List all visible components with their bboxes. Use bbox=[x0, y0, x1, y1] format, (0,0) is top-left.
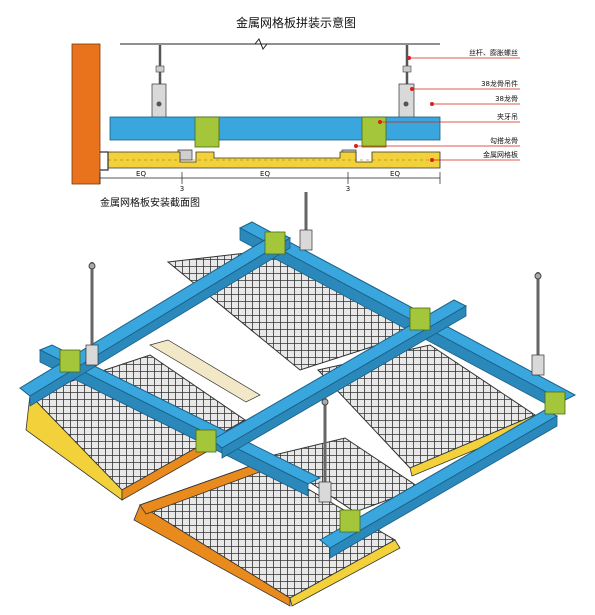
clip-left bbox=[194, 116, 220, 148]
clip-iso bbox=[59, 349, 81, 373]
threaded-rod-icon bbox=[85, 262, 99, 366]
dim-3-right: 3 bbox=[346, 185, 350, 193]
callout-clip: 夹牙吊 bbox=[497, 112, 518, 121]
callout-panel: 金属网格板 bbox=[483, 150, 518, 159]
clip-right bbox=[361, 116, 387, 148]
clip-iso bbox=[339, 509, 361, 533]
mesh-panel-profile bbox=[107, 151, 441, 169]
callout-hanger: 38龙骨吊件 bbox=[481, 79, 518, 88]
clip-iso bbox=[264, 231, 286, 255]
diagram-title: 金属网格板拼装示意图 bbox=[236, 15, 356, 30]
callout-rod: 丝杆、膨胀螺丝 bbox=[469, 48, 518, 57]
threaded-rod-icon bbox=[299, 192, 313, 251]
dim-eq-left: EQ bbox=[136, 170, 146, 178]
wall bbox=[71, 43, 101, 185]
callout-leaders bbox=[353, 56, 520, 162]
hanger-bracket-icon bbox=[398, 83, 415, 121]
elevation-section: EQ EQ EQ 3 3 丝杆、膨胀螺丝 38龙骨吊件 38龙骨 夹牙吊 勾搭龙… bbox=[71, 38, 520, 193]
clip-iso bbox=[195, 429, 217, 453]
clip-iso bbox=[409, 307, 431, 331]
dim-eq-right: EQ bbox=[390, 170, 400, 178]
clip-iso bbox=[544, 391, 566, 415]
callout-tri-keel: 勾搭龙骨 bbox=[490, 136, 518, 145]
section-title: 金属网格板安装截面图 bbox=[100, 196, 200, 209]
dim-3-left: 3 bbox=[180, 185, 184, 193]
main-channel-38 bbox=[109, 116, 441, 141]
dimension-line bbox=[99, 172, 441, 184]
threaded-rod-icon bbox=[531, 272, 545, 376]
isometric-view bbox=[19, 192, 577, 607]
callout-channel38: 38龙骨 bbox=[495, 94, 518, 103]
threaded-rod-icon bbox=[318, 398, 332, 503]
dim-eq-mid: EQ bbox=[260, 170, 270, 178]
hanger-bracket-icon bbox=[151, 83, 167, 121]
